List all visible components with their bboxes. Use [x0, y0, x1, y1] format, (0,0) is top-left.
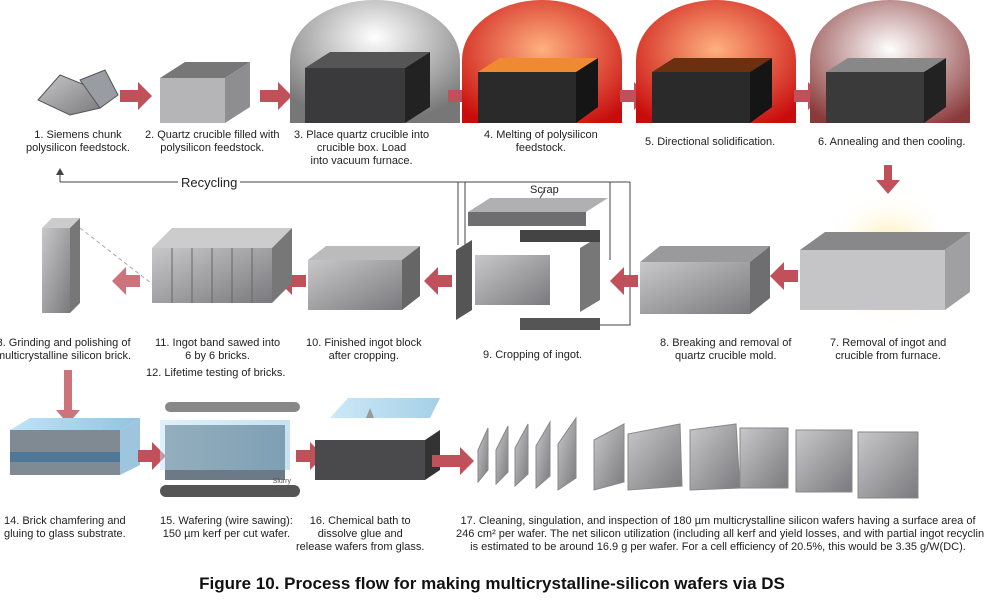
wire-saw: [160, 402, 300, 497]
siemens-chunks-icon: [37, 69, 119, 116]
recycling-label: Recycling: [178, 175, 241, 190]
finished-ingot-block: [308, 246, 420, 310]
arrow-1-2: [120, 82, 152, 110]
ingot-after-breaking: [640, 246, 770, 314]
annealing-furnace: [810, 0, 970, 123]
step-9-label: 9. Cropping of ingot.: [483, 349, 583, 361]
silicon-brick: [42, 218, 80, 313]
scrap-label: Scrap: [530, 184, 559, 196]
cropping-ingot: [456, 198, 608, 330]
step-17-label: 17. Cleaning, singulation, and inspectio…: [456, 515, 984, 553]
melting-furnace: [462, 0, 622, 123]
step-12-label: 12. Lifetime testing of bricks.: [146, 367, 286, 379]
solidification-furnace: [636, 0, 796, 123]
crucible-removed: [800, 232, 970, 310]
step-6-label: 6. Annealing and then cooling.: [818, 136, 966, 148]
wafers: [477, 416, 919, 499]
quartz-crucible-filled: [160, 62, 250, 123]
chemical-bath: [315, 398, 440, 480]
figure-caption: Figure 10. Process flow for making multi…: [199, 574, 785, 593]
brick-on-glass: [10, 418, 140, 475]
bricks-grid: [152, 228, 292, 303]
step-15-label: 15. Wafering (wire sawing):150 µm kerf p…: [160, 515, 293, 540]
step-5-label: 5. Directional solidification.: [645, 136, 776, 148]
vacuum-furnace-dome: [290, 0, 460, 123]
